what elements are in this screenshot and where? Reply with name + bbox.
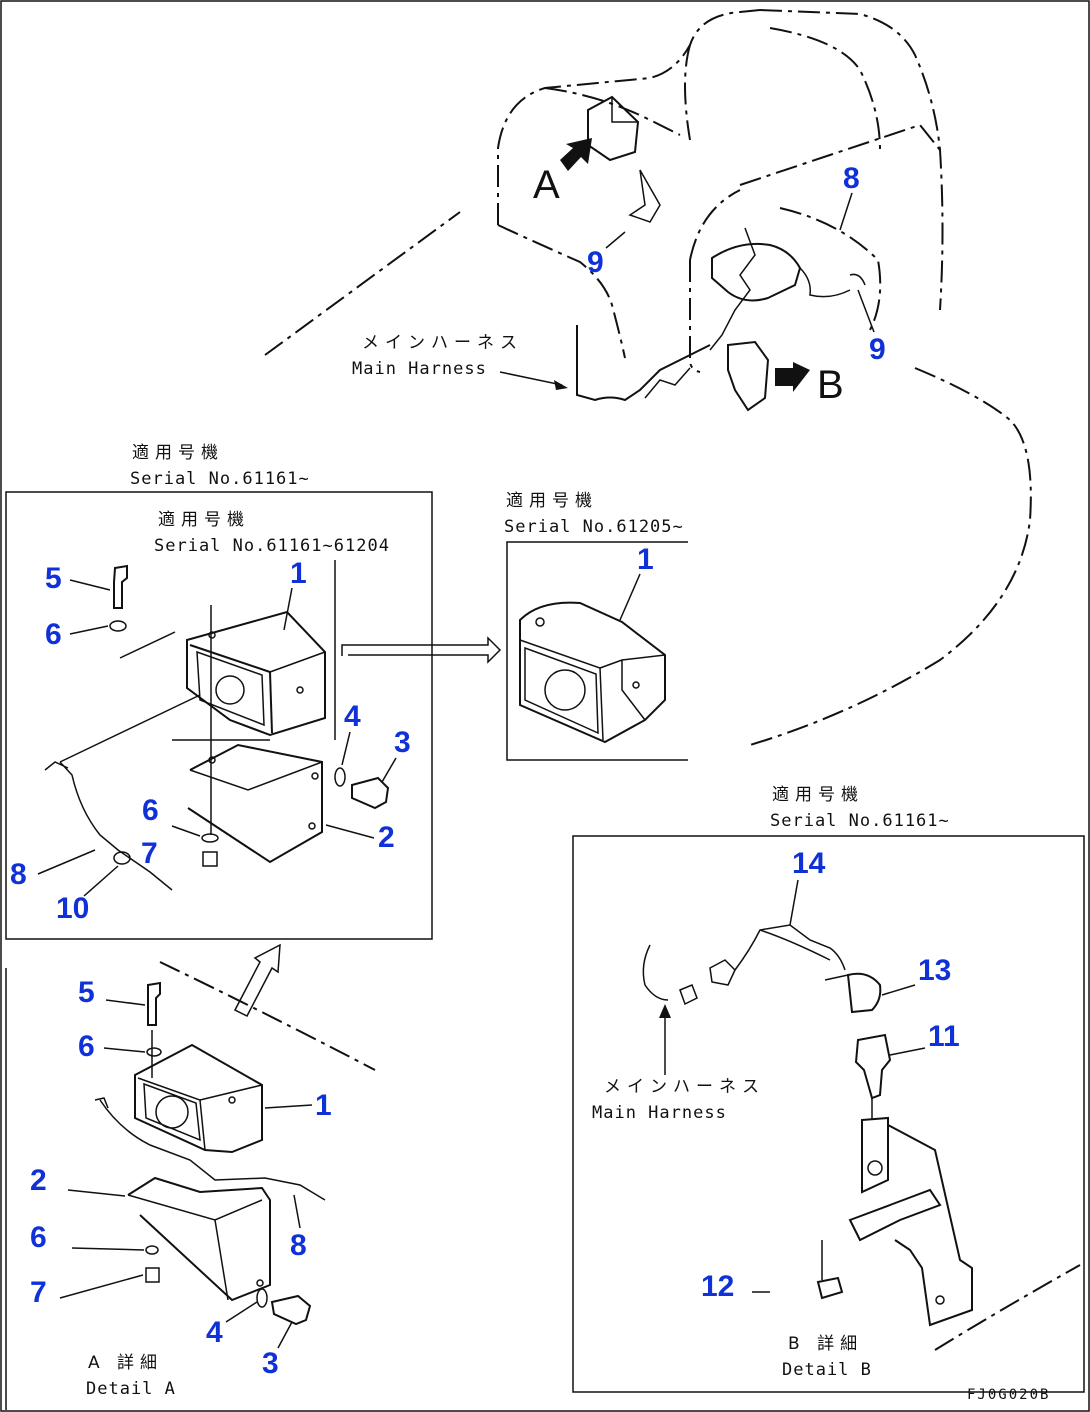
- serial-top-en: Serial No.61161~: [130, 469, 310, 489]
- work-lamp-new: [519, 601, 666, 744]
- callout-9-main-left: 9: [587, 246, 604, 279]
- detail-a-old-serial-jp: 適用号機: [158, 510, 250, 530]
- detail-a-old-panel: 適用号機 Serial No.61161~61204: [5, 491, 502, 940]
- callout-11-b: 11: [928, 1020, 960, 1053]
- detail-b-harness-jp: メインハーネス: [604, 1077, 765, 1097]
- callout-8-a: 8: [290, 1229, 307, 1262]
- callout-5-a: 5: [78, 976, 95, 1009]
- detail-a-title-jp: A 詳細: [88, 1353, 163, 1373]
- callout-5-a-old: 5: [45, 562, 62, 595]
- main-harness-en-label: Main Harness: [352, 359, 487, 379]
- callout-9-main-right: 9: [869, 333, 886, 366]
- callout-2-a: 2: [30, 1164, 47, 1197]
- detail-b-panel: 適用号機 Serial No.61161~ メインハーネス Main Harne…: [572, 785, 1085, 1393]
- work-lamp-old: [186, 610, 326, 737]
- detail-a-title-en: Detail A: [86, 1379, 176, 1399]
- arrow-a-icon: [560, 138, 592, 171]
- detail-a-new-serial-jp: 適用号機: [506, 491, 598, 511]
- detail-a-panel: 1 2 3 4 5 6 6 7 8 A 詳細 Detail A: [5, 943, 376, 1410]
- main-machine-view: A B 8 9 9 メインハーネス Main Harness: [264, 9, 1032, 746]
- detail-b-harness-en: Main Harness: [592, 1103, 727, 1123]
- callout-4-a-old: 4: [344, 700, 361, 733]
- callout-1-a: 1: [315, 1089, 332, 1122]
- callout-6-a-old-bottom: 6: [142, 794, 159, 827]
- arrow-b-icon: [775, 362, 810, 392]
- callout-13-b: 13: [918, 954, 951, 987]
- callout-1-a-old: 1: [290, 557, 307, 590]
- drawing-code: FJ0G020B: [967, 1387, 1050, 1403]
- callout-10-a-old: 10: [56, 892, 89, 925]
- callout-2-a-old: 2: [378, 821, 395, 854]
- detail-a-new-serial-en: Serial No.61205~: [504, 517, 684, 537]
- arrow-a-label: A: [533, 163, 560, 207]
- callout-8-main: 8: [843, 162, 860, 195]
- callout-3-a: 3: [262, 1347, 279, 1380]
- callout-6-a-bottom: 6: [30, 1221, 47, 1254]
- serial-top-jp: 適用号機: [132, 443, 224, 463]
- callout-14-b: 14: [792, 847, 826, 880]
- callout-6-a-old-top: 6: [45, 618, 62, 651]
- detail-b-serial-en: Serial No.61161~: [770, 811, 950, 831]
- detail-a-old-serial-en: Serial No.61161~61204: [154, 536, 390, 556]
- callout-7-a-old: 7: [141, 837, 158, 870]
- work-lamp-detail-a: [134, 1043, 263, 1154]
- detail-b-title-en: Detail B: [782, 1360, 872, 1380]
- detail-a-new-panel: 適用号機 Serial No.61205~ 1: [504, 491, 688, 761]
- main-harness-jp-label: メインハーネス: [362, 333, 523, 353]
- detail-b-title-jp: B 詳細: [788, 1334, 863, 1354]
- callout-4-a: 4: [206, 1316, 223, 1349]
- detail-b-serial-jp: 適用号機: [772, 785, 864, 805]
- callout-6-a-top: 6: [78, 1030, 95, 1063]
- callout-1-a-new: 1: [637, 543, 654, 576]
- callout-8-a-old: 8: [10, 858, 27, 891]
- arrow-b-label: B: [817, 363, 844, 407]
- callout-12-b: 12: [701, 1270, 734, 1303]
- callout-3-a-old: 3: [394, 726, 411, 759]
- callout-7-a: 7: [30, 1276, 47, 1309]
